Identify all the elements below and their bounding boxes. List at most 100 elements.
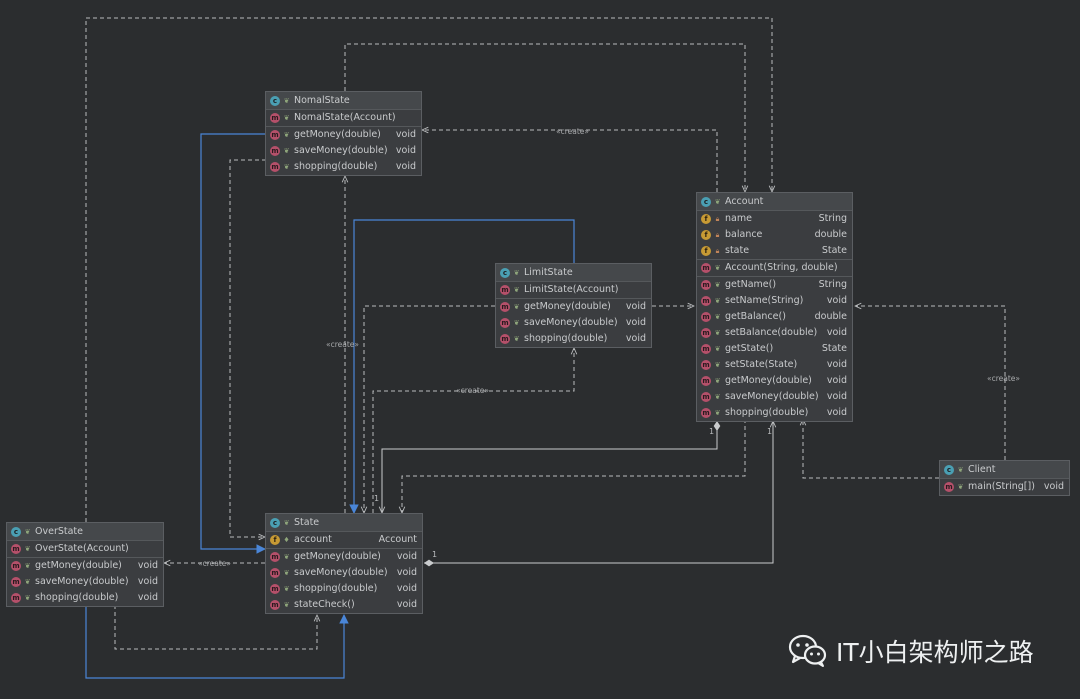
member-row[interactable]: m❦shopping(double)void [266,159,421,175]
member-row[interactable]: m❦saveMoney(double)void [266,565,422,581]
method-icon: m [500,318,510,328]
public-icon: ❦ [283,553,290,561]
public-icon: ❦ [714,361,721,369]
member-name: getName() [725,279,777,290]
member-type: void [826,375,847,386]
public-icon: ❦ [283,147,290,155]
member-row[interactable]: m❦getName()String [697,277,852,293]
method-section: m❦getMoney(double)void m❦saveMoney(doubl… [496,299,651,347]
member-row[interactable]: m❦getMoney(double)void [496,299,651,315]
class-client[interactable]: c❦Client m❦main(String[])void [939,460,1070,496]
method-section: m❦getMoney(double)void m❦saveMoney(doubl… [7,558,163,606]
method-section: m❦getMoney(double)void m❦saveMoney(doubl… [266,127,421,175]
member-type: void [826,359,847,370]
public-icon: ❦ [283,96,290,105]
abstract-method-icon: m [270,552,280,562]
class-nomalstate[interactable]: c❦NomalState m❦NomalState(Account) m❦get… [265,91,422,176]
public-icon: ❦ [513,335,520,343]
member-row[interactable]: m❦shopping(double)void [697,405,852,421]
member-name: stateCheck() [294,599,355,610]
member-name: NomalState(Account) [294,112,396,123]
member-row[interactable]: m❦setState(State)void [697,357,852,373]
member-name: getMoney(double) [725,375,812,386]
class-icon: c [11,526,21,537]
member-row[interactable]: m❦shopping(double)void [496,331,651,347]
member-type: void [826,295,847,306]
member-row[interactable]: m❦getMoney(double)void [697,373,852,389]
member-row[interactable]: m❦getBalance()double [697,309,852,325]
member-row[interactable]: m❦ NomalState(Account) [266,110,421,126]
inherit-nomal-state [200,133,266,554]
member-row[interactable]: m❦getMoney(double)void [7,558,163,574]
member-name: shopping(double) [524,333,608,344]
association-account-state-b [424,421,773,563]
member-row[interactable]: m❦getMoney(double)void [266,549,422,565]
class-limitstate[interactable]: c❦LimitState m❦LimitState(Account) m❦get… [495,263,652,348]
member-row[interactable]: m❦OverState(Account) [7,541,163,557]
association-account-state-a [382,421,717,513]
watermark-text: IT小白架构师之路 [836,638,1034,667]
member-row[interactable]: m❦shopping(double)void [266,581,422,597]
member-row[interactable]: m❦main(String[])void [940,479,1069,495]
member-type: void [137,592,158,603]
member-row[interactable]: m❦getState()State [697,341,852,357]
member-type: double [814,311,847,322]
abstract-class-icon: c [270,517,280,528]
public-icon: ❦ [714,377,721,385]
member-row[interactable]: m❦LimitState(Account) [496,282,651,298]
member-row[interactable]: m❦setBalance(double)void [697,325,852,341]
member-row[interactable]: m❦getMoney(double)void [266,127,421,143]
member-type: void [396,567,417,578]
method-icon: m [500,334,510,344]
member-row[interactable]: m❦saveMoney(double)void [7,574,163,590]
method-icon: m [270,113,280,123]
member-type: Account [378,534,417,545]
private-lock-icon: 🔒︎ [715,231,720,239]
member-row[interactable]: m❦shopping(double)void [7,590,163,606]
field-icon: f [701,246,711,256]
member-row[interactable]: m❦saveMoney(double)void [266,143,421,159]
field-icon: f [701,214,711,224]
public-icon: ❦ [283,585,290,593]
member-row[interactable]: m❦Account(String, double) [697,260,852,276]
member-type: void [1043,481,1064,492]
public-icon: ❦ [957,483,964,491]
member-type: void [396,583,417,594]
constructor-section: m❦OverState(Account) [7,541,163,558]
member-type: String [818,279,847,290]
public-icon: ❦ [24,527,31,536]
abstract-method-icon: m [270,584,280,594]
class-overstate[interactable]: c❦OverState m❦OverState(Account) m❦getMo… [6,522,164,607]
protected-icon: ♦ [283,536,290,544]
method-icon: m [701,280,711,290]
create-label-state-nomal: «create» [326,340,359,349]
member-type: void [137,560,158,571]
public-icon: ❦ [24,545,31,553]
public-icon: ❦ [283,131,290,139]
member-name: name [725,213,752,224]
method-icon: m [701,312,711,322]
member-row[interactable]: m❦stateCheck()void [266,597,422,613]
member-type: String [818,213,847,224]
member-name: OverState(Account) [35,543,129,554]
public-icon: ❦ [283,114,290,122]
class-header: c❦LimitState [496,264,651,282]
member-type: void [625,317,646,328]
class-icon: c [270,95,280,106]
public-icon: ❦ [513,286,520,294]
method-icon: m [701,263,711,273]
member-type: void [826,391,847,402]
public-icon: ❦ [714,345,721,353]
member-row[interactable]: m❦saveMoney(double)void [496,315,651,331]
dependency-over-account [85,17,772,522]
member-row[interactable]: m❦saveMoney(double)void [697,389,852,405]
abstract-method-icon: m [270,568,280,578]
class-title: State [294,516,320,528]
member-row[interactable]: m❦setName(String)void [697,293,852,309]
